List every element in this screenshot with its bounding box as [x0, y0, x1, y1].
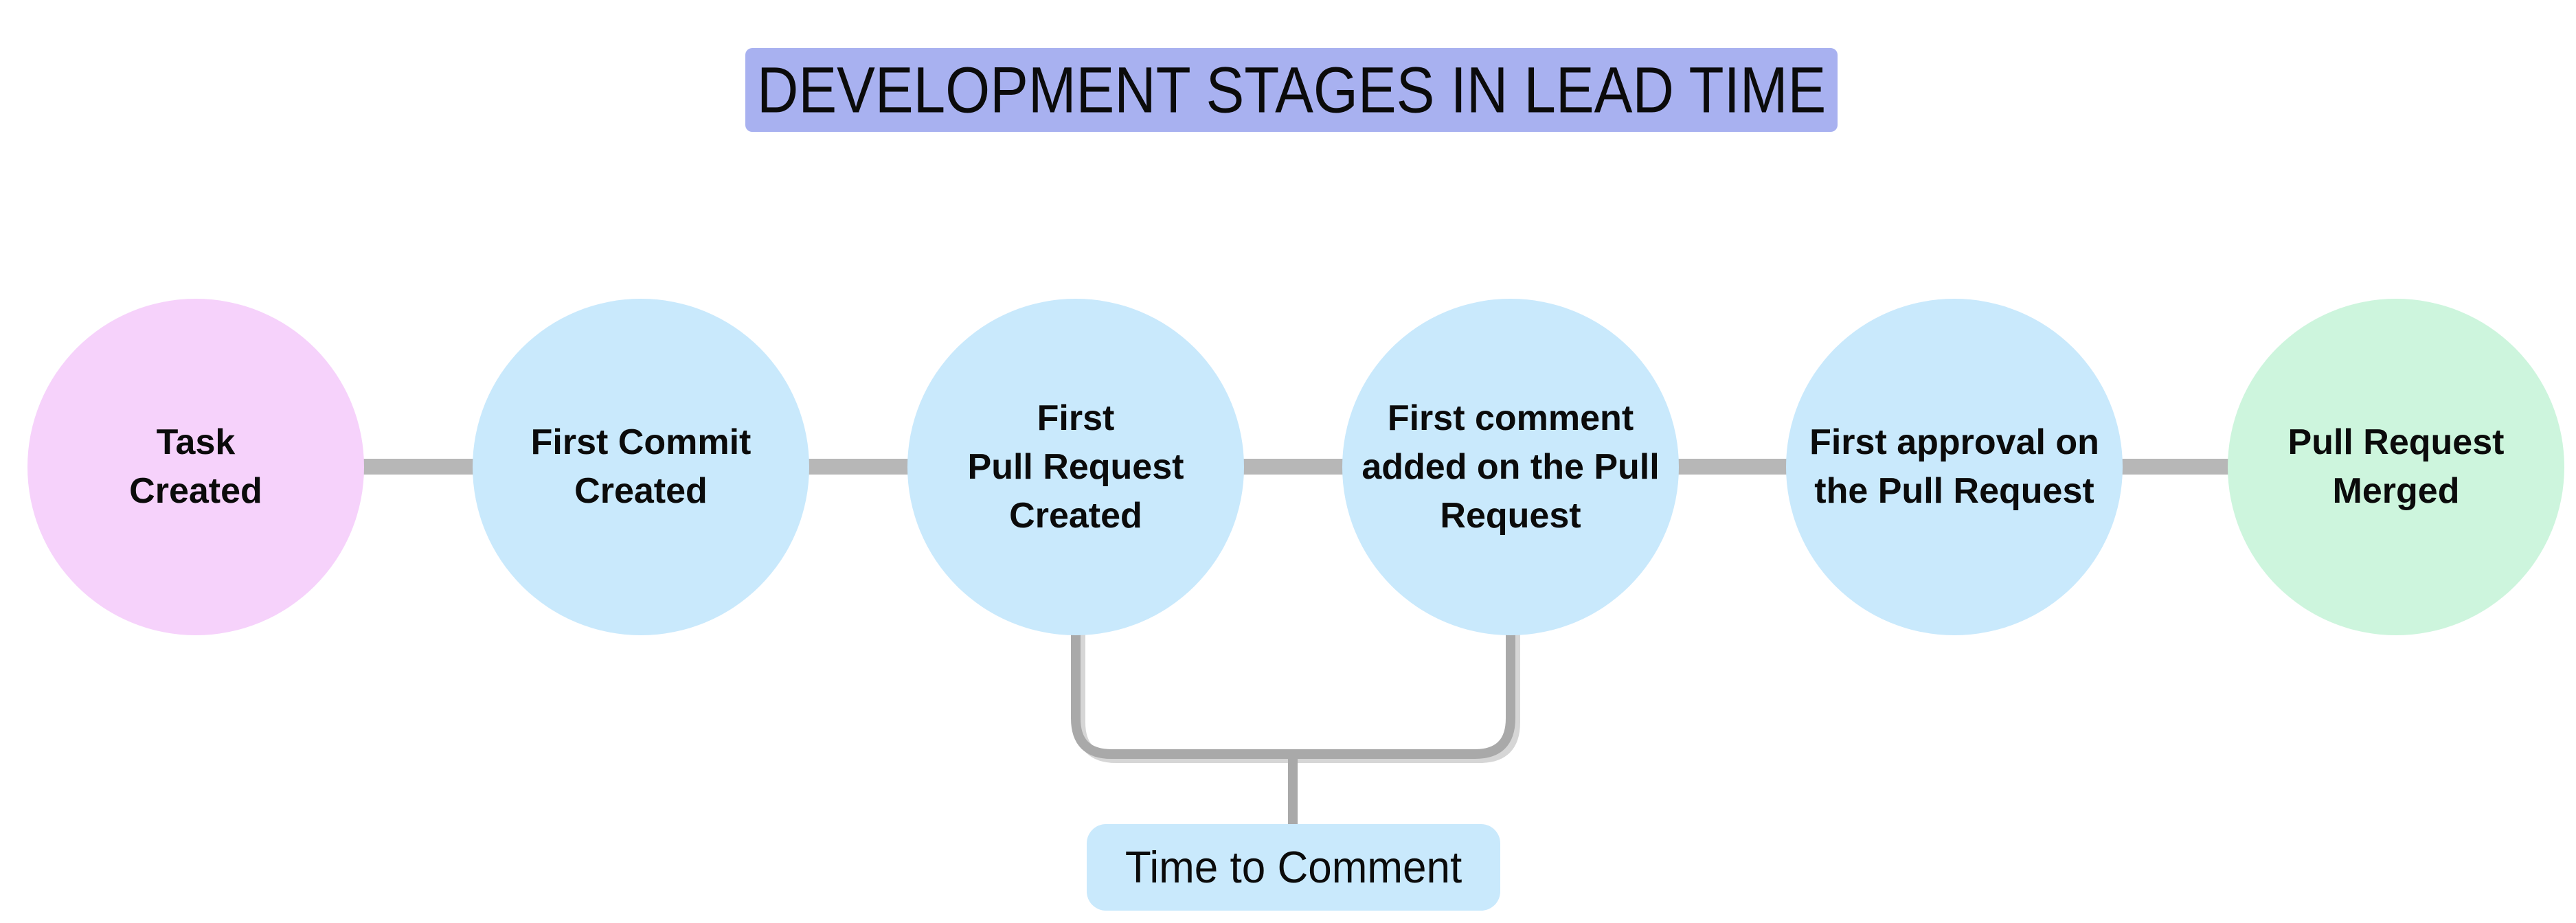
connector-task-to-commit	[354, 459, 481, 475]
connector-pr-to-comment	[1235, 459, 1352, 475]
time-to-comment-label: Time to Comment	[1125, 842, 1462, 893]
connector-comment-to-approval	[1670, 459, 1795, 475]
bracket-shadow	[1076, 635, 1520, 763]
connector-commit-to-pr	[800, 459, 917, 475]
diagram-title-banner: DEVELOPMENT STAGES IN LEAD TIME	[745, 48, 1838, 132]
time-to-comment-badge: Time to Comment	[1087, 824, 1500, 911]
connector-approval-to-merge	[2114, 459, 2237, 475]
diagram-title: DEVELOPMENT STAGES IN LEAD TIME	[756, 53, 1827, 126]
bracket-line	[1071, 630, 1515, 759]
